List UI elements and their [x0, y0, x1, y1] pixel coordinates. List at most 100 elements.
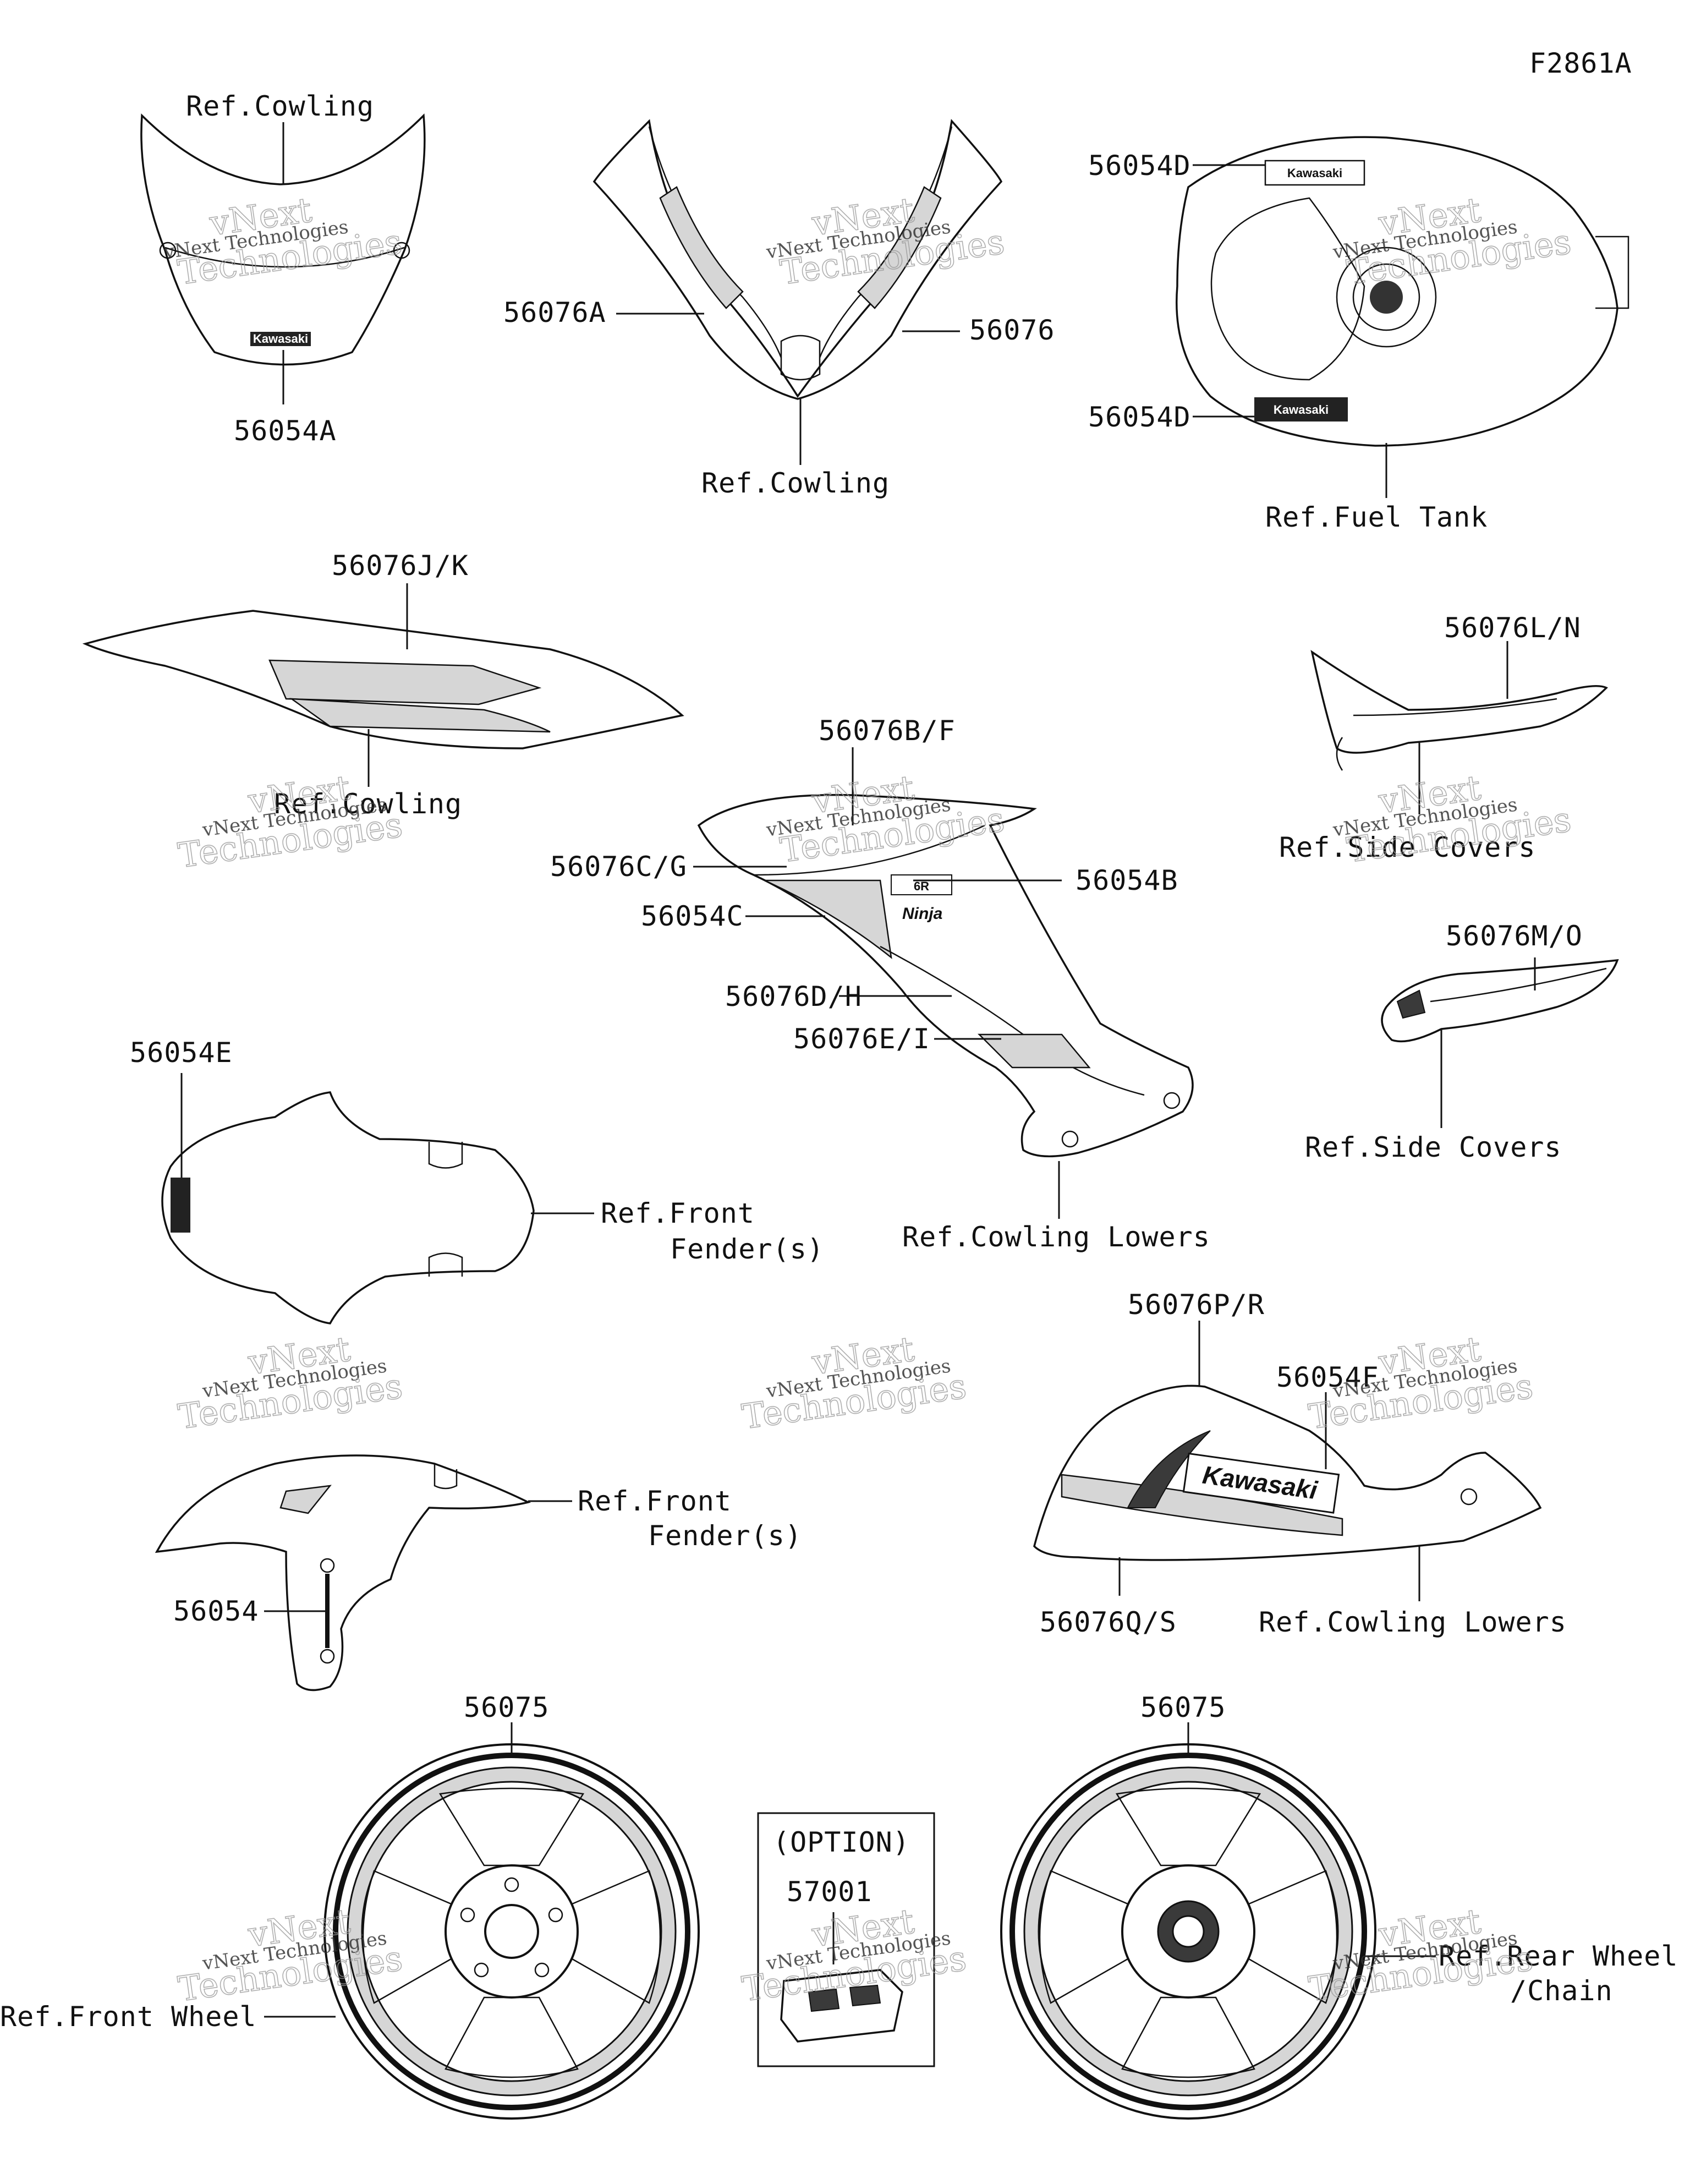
option-kit-detail-2 — [849, 1984, 881, 2007]
middle-cowl-panel-ei — [977, 1033, 1091, 1069]
front-wheel-group: 56075 Ref.Front Wheel — [0, 1692, 700, 2120]
label-middle-54b: 56054B — [1076, 864, 1178, 896]
watermark-1: vNext Technologies vNext Technologies — [162, 189, 405, 293]
side-cover-upper-tab — [1336, 737, 1343, 771]
label-middle-cg: 56076C/G — [550, 851, 687, 883]
middle-cowl-edge-upper — [753, 824, 985, 876]
lower-cowl-vent — [1127, 1430, 1211, 1508]
front-wheel-axle — [484, 1904, 539, 1959]
fuel-cap-ring — [1336, 247, 1437, 348]
lower-cowl-decal — [1182, 1452, 1340, 1514]
label-upper-cowl-right: 56076 — [969, 314, 1055, 346]
tank-decal-top-text: Kawasaki — [1287, 166, 1342, 180]
front-fender-top-decal — [171, 1178, 190, 1233]
label-front-fender-side-part: 56054 — [173, 1595, 259, 1627]
tail-cowl-stripe-upper — [268, 659, 542, 705]
label-rear-wheel-part: 56075 — [1140, 1692, 1226, 1723]
middle-cowl-panel-54c — [764, 879, 892, 959]
front-wheel-disc-bolt-4 — [474, 1962, 489, 1978]
lower-cowl-group: Kawasaki 56076P/R 56054F 56076Q/S Ref.Co… — [1033, 1289, 1567, 1638]
rear-wheel-axle — [1172, 1915, 1205, 1948]
front-wheel-disc-bolt-5 — [460, 1907, 475, 1923]
tank-decal-bottom-text: Kawasaki — [1274, 403, 1329, 417]
rear-wheel-spokes — [1039, 1787, 1338, 2078]
tank-decal-top — [1264, 160, 1365, 186]
label-upper-cowl-ref: Ref.Cowling — [701, 467, 890, 499]
front-fender-side-vent — [279, 1485, 332, 1514]
label-middle-bf: 56076B/F — [819, 715, 956, 747]
side-cover-upper-group: 56076L/N Ref.Side Covers — [1279, 612, 1608, 863]
label-windshield-ref: Ref.Cowling — [186, 90, 374, 122]
label-side-cover-upper-part: 56076L/N — [1444, 612, 1581, 644]
watermark-6: vNext Technologies vNext Technologies — [1331, 767, 1574, 871]
label-side-cover-lower-part: 56076M/O — [1446, 920, 1583, 952]
option-group: (OPTION) 57001 — [757, 1812, 935, 2067]
watermark-11: vNext Technologies vNext Technologies — [739, 1901, 969, 2010]
label-rear-wheel-ref-2: /Chain — [1510, 1975, 1613, 2007]
label-middle-ref: Ref.Cowling Lowers — [902, 1221, 1210, 1253]
watermarks: vNext Technologies vNext Technologies vN… — [162, 189, 1574, 2010]
middle-cowl-decal-ninja-text: Ninja — [902, 905, 942, 923]
label-option-part: 57001 — [787, 1876, 873, 1908]
front-wheel-disc-bolt-2 — [548, 1907, 563, 1923]
middle-cowl-bolt-2 — [1163, 1092, 1181, 1109]
watermark-4: vNext Technologies vNext Technologies — [175, 767, 405, 876]
front-fender-side-bolt-1 — [320, 1558, 335, 1573]
windshield-group: Kawasaki Ref.Cowling 56054A — [140, 90, 426, 447]
front-fender-top-part — [161, 1091, 535, 1324]
side-cover-lower-part — [1381, 959, 1619, 1043]
front-fender-side-part — [155, 1454, 531, 1692]
windshield-mount-right — [393, 242, 410, 259]
watermark-7: vNext Technologies vNext Technologies — [175, 1328, 405, 1437]
label-tank-top: 56054D — [1088, 150, 1191, 182]
tail-cowl-group: 56076J/K Ref.Cowling — [82, 550, 684, 820]
tail-cowl-stripe-lower — [289, 698, 551, 733]
watermark-8: vNext Technologies vNext Technologies — [739, 1328, 969, 1437]
front-wheel-spokes — [362, 1787, 661, 2078]
windshield-decal-text: Kawasaki — [253, 332, 308, 346]
upper-cowl-stripe-right — [857, 186, 942, 309]
label-side-cover-lower-ref: Ref.Side Covers — [1305, 1131, 1562, 1163]
label-upper-cowl-left: 56076A — [503, 297, 606, 329]
middle-cowl-group: 6R Ninja 56076B/F 56076C/G 56054B 56054C… — [550, 715, 1210, 1253]
side-cover-upper-line — [1353, 698, 1557, 716]
side-cover-lower-line — [1430, 967, 1607, 1003]
label-front-fender-side-ref-2: Fender(s) — [648, 1520, 802, 1552]
lower-cowl-bolt — [1460, 1488, 1478, 1506]
upper-cowl-stripe-left — [659, 186, 744, 309]
front-fender-side-mount — [434, 1464, 458, 1490]
label-middle-dh: 56076D/H — [725, 981, 862, 1012]
front-fender-top-group: 56054E Ref.Front Fender(s) — [130, 1037, 824, 1324]
windshield-decal — [250, 332, 311, 346]
rear-wheel-group: 56075 Ref.Rear Wheel /Chain — [1000, 1692, 1678, 2120]
label-rear-wheel-ref-1: Ref.Rear Wheel — [1439, 1940, 1678, 1972]
label-lower-pr: 56076P/R — [1128, 1289, 1265, 1321]
label-tail-part: 56076J/K — [332, 550, 469, 582]
option-kit-detail-1 — [808, 1988, 840, 2012]
label-lower-qs: 56076Q/S — [1040, 1606, 1177, 1638]
label-option-title: (OPTION) — [773, 1826, 910, 1858]
middle-cowl-decal-model — [891, 874, 952, 895]
middle-cowl-decal-model-text: 6R — [914, 879, 929, 893]
windshield-part — [140, 113, 426, 366]
front-wheel-disc-bolt-1 — [504, 1877, 519, 1892]
middle-cowl-bolt-1 — [1061, 1130, 1079, 1148]
upper-cowl-group: 56076A 56076 Ref.Cowling — [503, 119, 1055, 499]
front-fender-top-mount-2 — [428, 1252, 463, 1277]
label-front-wheel-ref: Ref.Front Wheel — [0, 2001, 257, 2033]
windshield-edge — [164, 247, 405, 268]
label-lower-54f: 56054F — [1276, 1361, 1379, 1393]
label-front-fender-top-ref-1: Ref.Front — [601, 1197, 755, 1229]
label-middle-ei: 56076E/I — [793, 1023, 930, 1055]
side-cover-upper-part — [1310, 650, 1608, 754]
front-wheel-disc-bolt-3 — [534, 1962, 550, 1978]
label-lower-ref: Ref.Cowling Lowers — [1259, 1606, 1567, 1638]
diagram-id: F2861A — [1529, 47, 1632, 79]
upper-cowl-part — [592, 119, 1003, 400]
side-cover-lower-vent — [1396, 989, 1426, 1019]
middle-cowl-part — [697, 793, 1194, 1158]
label-front-fender-top-ref-2: Fender(s) — [670, 1233, 824, 1265]
lower-cowl-stripe — [1061, 1474, 1343, 1536]
side-cover-lower-group: 56076M/O Ref.Side Covers — [1305, 920, 1619, 1163]
